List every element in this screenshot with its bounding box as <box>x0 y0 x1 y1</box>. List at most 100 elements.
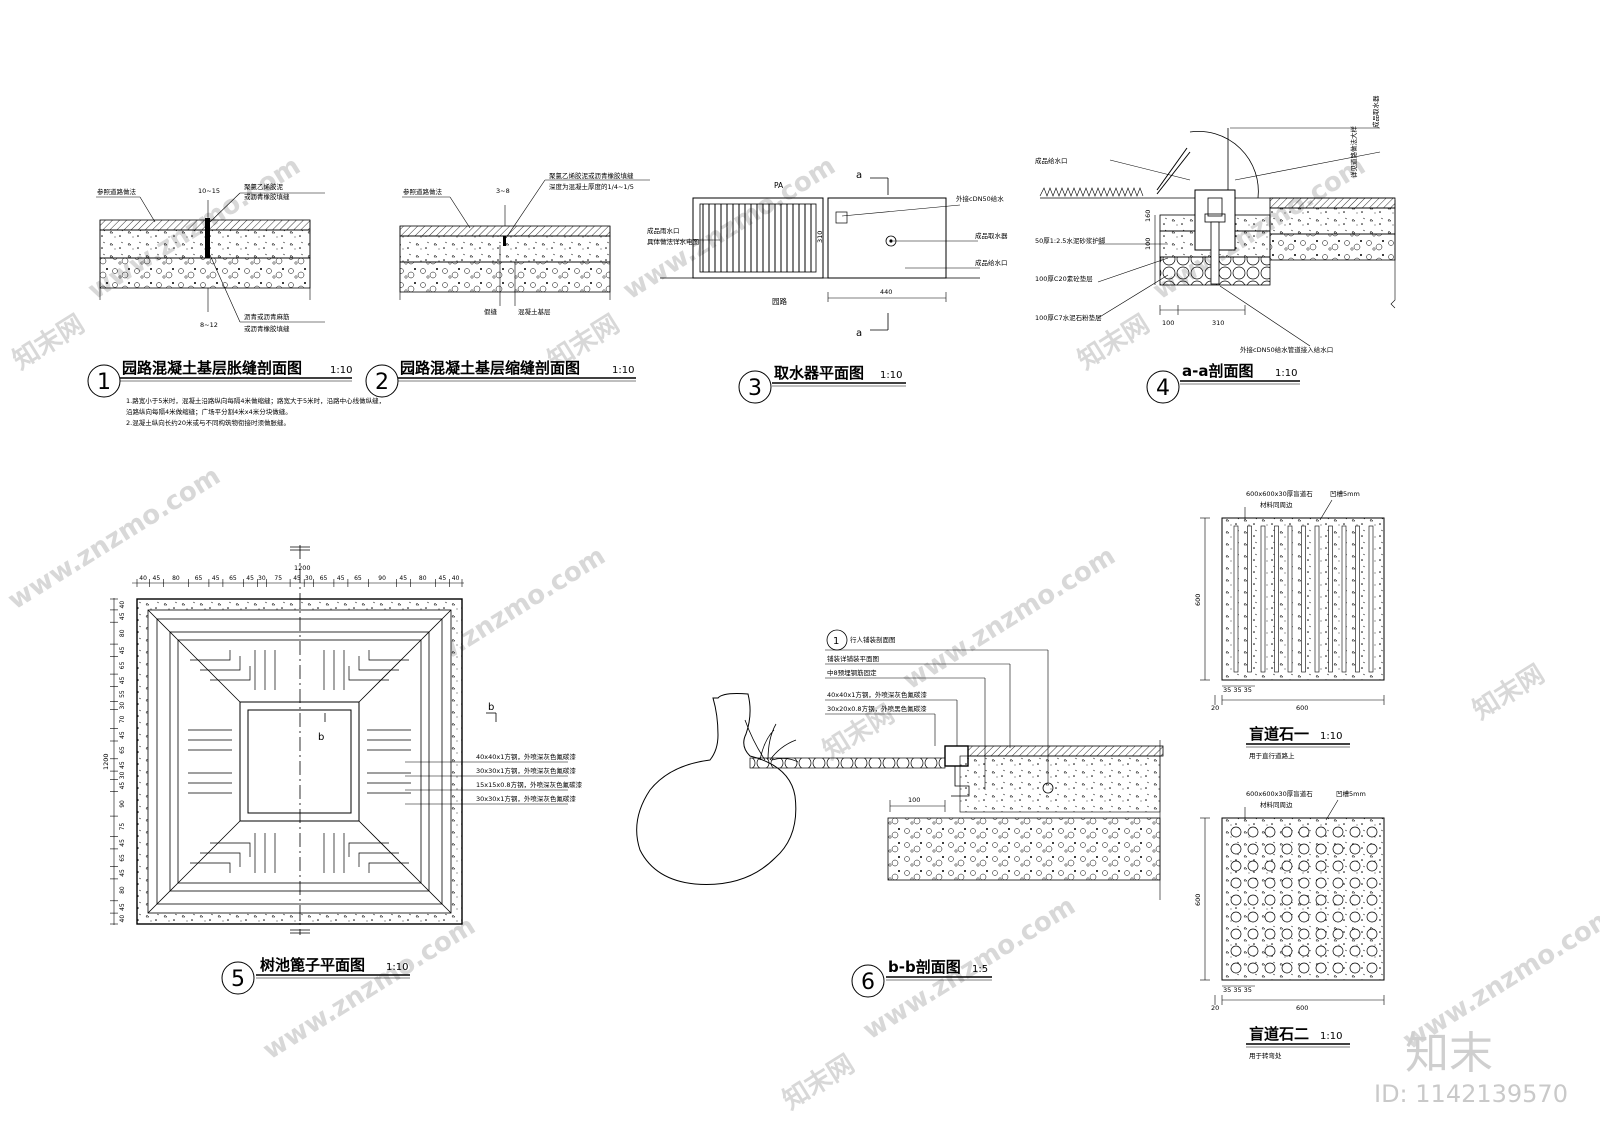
dome <box>1349 894 1361 906</box>
dome <box>1315 860 1327 872</box>
dim-value: 90 <box>378 575 386 582</box>
dome <box>1298 928 1310 940</box>
dome <box>1264 962 1276 974</box>
watermark-site: www.znzmo.com <box>898 541 1121 696</box>
dim-value: 65 <box>320 575 328 582</box>
dome <box>1332 877 1344 889</box>
dome <box>1332 928 1344 940</box>
dim-ticks-left: 4045804565455530704565453045907545654580… <box>110 598 126 925</box>
dome <box>1247 945 1259 957</box>
detail-expansion-joint: 参照道路做法 10~15 8~12 聚氯乙烯胶泥 或沥青橡胶填缝 沥青或沥青麻筋… <box>87 182 385 427</box>
dome <box>1281 911 1293 923</box>
dim-value: 55 <box>119 690 126 698</box>
watermark-brand: 知末网 <box>1468 659 1550 726</box>
dome <box>1349 826 1361 838</box>
detail-number: 4 <box>1156 376 1170 401</box>
dome <box>1315 928 1327 940</box>
dim-gap-bottom: 8~12 <box>200 321 218 329</box>
dim-value: 45 <box>119 839 126 847</box>
dome <box>1366 962 1378 974</box>
detail-number: 3 <box>748 376 762 401</box>
dim-value: 45 <box>212 575 220 582</box>
detail-title: 树池篦子平面图 <box>260 956 365 974</box>
watermark-site: www.znzmo.com <box>3 461 226 616</box>
label-steel-30: 30x20x0.8方钢，外喷黑色氟碳漆 <box>827 704 927 713</box>
dome <box>1366 826 1378 838</box>
label-joint-filler-1: 聚氯乙烯胶泥 <box>244 182 284 191</box>
dome <box>1315 894 1327 906</box>
section-mark-b: b <box>318 732 324 743</box>
label-false-joint: 假缝 <box>484 307 498 316</box>
dim-600-bottom: 600 <box>1296 704 1308 712</box>
dome <box>1298 877 1310 889</box>
dim-value: 45 <box>337 575 345 582</box>
dim-value: 65 <box>354 575 362 582</box>
label-mortar: 50厚1:2.5水泥砂浆护脚 <box>1035 236 1106 245</box>
label-groove: 凹槽5mm <box>1336 789 1366 798</box>
dome <box>1264 894 1276 906</box>
detail-usage: 用于转弯处 <box>1249 1051 1282 1060</box>
dim-value: 80 <box>119 629 126 637</box>
detail-title: 盲道石二 <box>1249 1025 1309 1043</box>
groove <box>1341 525 1347 673</box>
groove <box>1233 525 1239 673</box>
note-line: 1.路宽小于5米时，混凝土沿路纵向每隔4米做缩缝；路宽大于5米时，沿路中心线做纵… <box>126 396 385 405</box>
dim-value: 65 <box>119 746 126 754</box>
dome <box>1315 911 1327 923</box>
material-label: 15x15x0.8方钢，外喷深灰色氟碳漆 <box>476 780 583 789</box>
groove <box>1368 525 1374 673</box>
dim-600-side: 600 <box>1194 594 1202 606</box>
detail-title: b-b剖面图 <box>888 958 961 976</box>
dim-value: 45 <box>439 575 447 582</box>
label-groove: 凹槽5mm <box>1330 489 1360 498</box>
truncated-dome-grid <box>1230 826 1378 974</box>
note-line: 沿路纵向每隔4米做缩缝；广场平分割4米x4米分块做缝。 <box>126 407 292 416</box>
label-see-drawing: 具体做法详水电图 <box>647 237 699 246</box>
dome <box>1332 843 1344 855</box>
label-supply-port: 成品给水口 <box>1035 156 1068 165</box>
label-pedestrian: 行人铺装剖面图 <box>850 635 896 644</box>
dim-value: 30 <box>119 702 126 710</box>
dome <box>1230 911 1242 923</box>
dome <box>1230 894 1242 906</box>
detail-scale: 1:5 <box>972 964 988 975</box>
groove <box>1301 525 1306 673</box>
dim-value: 40 <box>452 575 460 582</box>
dim-600-side: 600 <box>1194 894 1202 906</box>
detail-title: 盲道石一 <box>1249 725 1309 743</box>
dome <box>1366 894 1378 906</box>
dim-value: 65 <box>119 854 126 862</box>
dome <box>1264 911 1276 923</box>
detail-scale: 1:10 <box>880 370 902 381</box>
section-mark-a-bottom: a <box>856 328 862 339</box>
groove-lines <box>1233 525 1374 673</box>
detail-scale: 1:10 <box>386 962 408 973</box>
detail-scale: 1:10 <box>612 365 634 376</box>
dim-value: 70 <box>119 715 126 723</box>
dome <box>1281 877 1293 889</box>
dome <box>1332 894 1344 906</box>
dome <box>1264 945 1276 957</box>
dim-value: 30 <box>119 771 126 779</box>
label-road-detail: 详见道路做法大样 <box>1349 126 1358 179</box>
dim-100-bottom: 100 <box>1162 319 1174 327</box>
dome <box>1230 877 1242 889</box>
detail-title: 园路混凝土基层缩缝剖面图 <box>400 359 580 377</box>
dome <box>1349 911 1361 923</box>
label-road-ref: 参照道路做法 <box>403 187 443 196</box>
section-mark-b-right: b <box>488 702 494 713</box>
material-label: 30x30x1方钢，外喷深灰色氟碳漆 <box>476 766 576 775</box>
detail-section-a-a: 成品给水口 50厚1:2.5水泥砂浆护脚 100厚C20素砼垫层 100厚C7水… <box>1035 95 1396 404</box>
dim-total-height: 1200 <box>102 753 110 770</box>
dome <box>1247 826 1259 838</box>
dome <box>1366 860 1378 872</box>
detail-scale: 1:10 <box>1275 368 1297 379</box>
dome <box>1298 860 1310 872</box>
ref-number: 1 <box>833 636 839 647</box>
label-intake: 成品取水器 <box>1371 95 1380 128</box>
dome <box>1366 843 1378 855</box>
label-road-ref: 参照道路做法 <box>97 187 137 196</box>
label-stone: 600x600x30厚盲道石 <box>1246 789 1313 798</box>
